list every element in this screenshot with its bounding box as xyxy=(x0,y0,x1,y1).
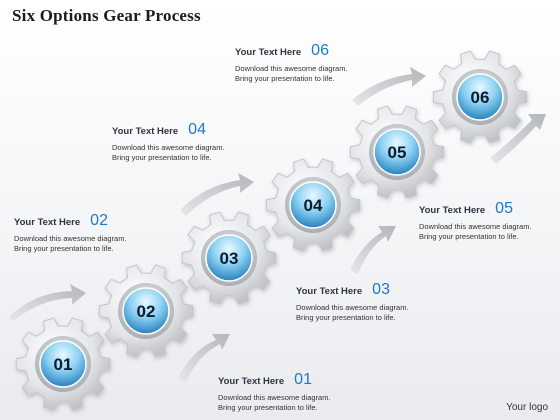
step-02-label: Your Text Here 02 Download this awesome … xyxy=(14,212,184,254)
step-title: Your Text Here xyxy=(112,126,179,137)
arrow-4 xyxy=(350,226,396,274)
step-number: 04 xyxy=(188,121,206,138)
gear-06: 06 xyxy=(432,50,528,144)
gear-number: 05 xyxy=(388,143,407,162)
step-number: 06 xyxy=(311,42,329,59)
step-title: Your Text Here xyxy=(296,286,363,297)
arrow-2 xyxy=(178,334,230,382)
arrow-6 xyxy=(490,114,546,164)
step-desc-line: Bring your presentation to life. xyxy=(296,313,396,322)
step-title: Your Text Here xyxy=(14,217,81,228)
gear-face xyxy=(205,234,253,282)
gear-number: 04 xyxy=(304,196,323,215)
gear-face xyxy=(122,287,170,335)
step-title: Your Text Here xyxy=(419,205,486,216)
gear-face xyxy=(373,128,421,176)
step-01-label: Your Text Here 01 Download this awesome … xyxy=(218,371,388,413)
logo-text: Your logo xyxy=(506,402,548,413)
step-number: 05 xyxy=(495,200,513,217)
arrow-1 xyxy=(10,284,86,322)
gear-02: 02 xyxy=(98,264,194,358)
step-desc-line: Download this awesome diagram. xyxy=(419,222,532,231)
step-number: 03 xyxy=(372,281,390,298)
gear-number: 03 xyxy=(220,249,239,268)
gear-group: 01 02 03 04 05 06 xyxy=(15,50,528,411)
step-03-label: Your Text Here 03 Download this awesome … xyxy=(296,281,466,323)
gear-face xyxy=(456,73,504,121)
step-desc-line: Bring your presentation to life. xyxy=(14,244,114,253)
step-06-label: Your Text Here 06 Download this awesome … xyxy=(235,42,405,84)
gear-number: 02 xyxy=(137,302,156,321)
page-title: Six Options Gear Process xyxy=(12,6,201,25)
step-number: 01 xyxy=(294,371,312,388)
step-desc-line: Bring your presentation to life. xyxy=(235,74,335,83)
gear-03: 03 xyxy=(181,211,277,305)
step-desc-line: Bring your presentation to life. xyxy=(218,403,318,412)
gear-face xyxy=(39,340,87,388)
step-title: Your Text Here xyxy=(218,376,285,387)
step-desc-line: Bring your presentation to life. xyxy=(419,232,519,241)
step-number: 02 xyxy=(90,212,108,229)
step-desc-line: Bring your presentation to life. xyxy=(112,153,212,162)
gear-face xyxy=(289,181,337,229)
step-desc-line: Download this awesome diagram. xyxy=(14,234,127,243)
gear-04: 04 xyxy=(265,158,361,252)
gear-number: 06 xyxy=(471,88,490,107)
arrow-3 xyxy=(180,173,254,216)
step-desc-line: Download this awesome diagram. xyxy=(296,303,409,312)
step-05-label: Your Text Here 05 Download this awesome … xyxy=(419,200,560,242)
gear-number: 01 xyxy=(54,355,73,374)
gear-05: 05 xyxy=(349,105,445,199)
gear-01: 01 xyxy=(15,317,111,411)
step-04-label: Your Text Here 04 Download this awesome … xyxy=(112,121,282,163)
arrow-5 xyxy=(352,67,426,106)
step-desc-line: Download this awesome diagram. xyxy=(218,393,331,402)
step-desc-line: Download this awesome diagram. xyxy=(112,143,225,152)
step-desc-line: Download this awesome diagram. xyxy=(235,64,348,73)
step-title: Your Text Here xyxy=(235,47,302,58)
